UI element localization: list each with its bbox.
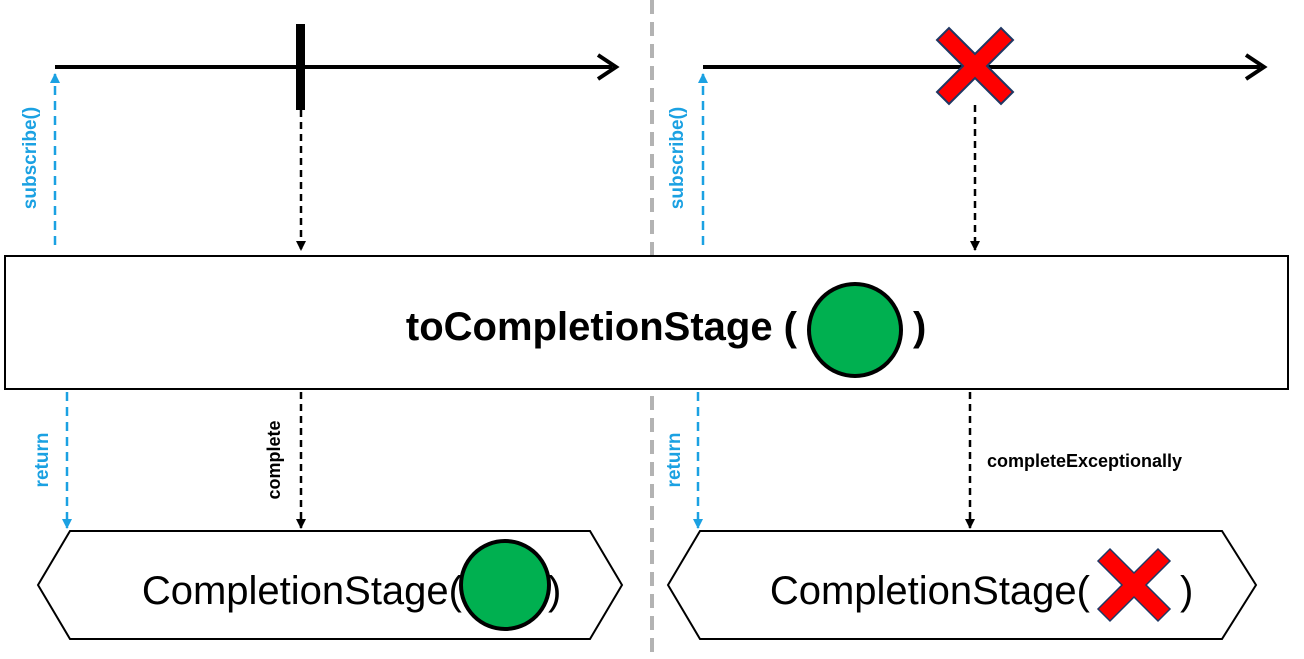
operator-prefix: toCompletionStage (: [406, 305, 798, 349]
right-result-error-icon: [1096, 547, 1172, 623]
left-result-suffix: ): [548, 569, 561, 613]
right-result-prefix: CompletionStage(: [770, 569, 1091, 613]
right-complete-exceptionally-label: completeExceptionally: [987, 451, 1182, 471]
right-result-suffix: ): [1180, 569, 1193, 613]
left-result-prefix: CompletionStage(: [142, 569, 463, 613]
operator-box: [4, 255, 1289, 390]
operator-suffix: ): [913, 305, 926, 349]
left-result-item-circle: [459, 539, 551, 631]
left-timeline: [55, 53, 620, 81]
left-return-label: return: [32, 433, 53, 488]
left-completion-marker: [296, 24, 305, 110]
left-subscribe-label: subscribe(): [20, 107, 41, 209]
error-cross-icon: [935, 26, 1015, 106]
left-complete-label: complete: [264, 420, 284, 499]
right-subscribe-label: subscribe(): [667, 107, 688, 209]
operator-item-circle: [807, 282, 903, 378]
right-return-label: return: [664, 433, 685, 488]
